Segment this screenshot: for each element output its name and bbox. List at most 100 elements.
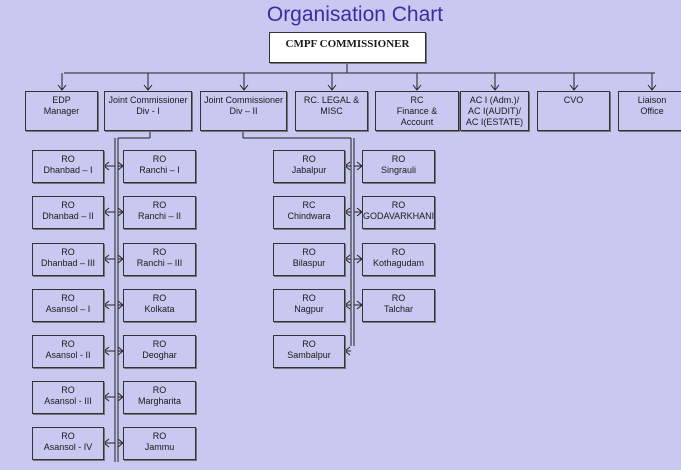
- dept-box-cvo: CVO: [537, 91, 610, 131]
- node-label-line: RO: [152, 247, 167, 257]
- node-label-line: Ranchi – I: [139, 165, 180, 175]
- arrow-head: [327, 84, 337, 91]
- node-label-line: Kothagudam: [372, 258, 425, 268]
- arrow-head: [412, 84, 422, 91]
- node-label-line: AC I (Adm.)/: [469, 95, 520, 105]
- node-label-line: RO: [302, 247, 316, 257]
- node-label-line: Asansol - III: [44, 396, 92, 406]
- node-label-line: RC: [410, 95, 424, 105]
- arrow-head: [103, 207, 110, 217]
- node-label-line: RO: [61, 431, 75, 441]
- arrow-head: [490, 84, 500, 91]
- arrow-head: [103, 254, 110, 264]
- chart-title: Organisation Chart: [266, 3, 444, 26]
- node-label-line: RO: [61, 154, 75, 164]
- node-label-line: Ranchi – III: [136, 258, 183, 268]
- node-label-line: Div - I: [136, 106, 160, 116]
- node-label-line: Deoghar: [142, 350, 177, 360]
- arrow-head: [569, 84, 579, 91]
- node-label-line: RO: [61, 293, 75, 303]
- node-label-line: Bilaspur: [292, 258, 326, 268]
- node-label-line: Joint Commissioner: [203, 95, 284, 105]
- node-label-line: RO: [152, 293, 167, 303]
- node-label-line: RO: [152, 339, 167, 349]
- node-label-line: CVO: [563, 95, 584, 105]
- arrow-head: [344, 346, 351, 356]
- node-label-line: Asansol – I: [45, 304, 91, 314]
- arrow-head: [647, 84, 657, 91]
- node-label-line: Nagpur: [294, 304, 324, 314]
- node-label-line: Liaison: [637, 95, 667, 105]
- node-label-line: Chindwara: [287, 211, 331, 221]
- node-label-line: RO: [152, 154, 167, 164]
- node-label-line: Finance &: [396, 106, 438, 116]
- arrow-head: [103, 161, 110, 171]
- node-label-line: RO: [61, 200, 75, 210]
- node-label-line: AC I(AUDIT)/: [468, 106, 521, 116]
- node-label-line: MISC: [320, 106, 343, 116]
- dept-box-legal: RC. LEGAL &MISC: [295, 91, 368, 131]
- arrow-head: [57, 84, 67, 91]
- arrow-head: [103, 300, 110, 310]
- arrow-head: [239, 84, 249, 91]
- node-label-line: Margharita: [137, 396, 182, 406]
- node-label-line: RO: [61, 339, 75, 349]
- node-label-line: RO: [302, 339, 316, 349]
- cmpf-commissioner-box: CMPF COMMISSIONER: [269, 32, 426, 63]
- node-label-line: Asansol - II: [45, 350, 91, 360]
- node-label-line: Manager: [43, 106, 80, 116]
- dept-box-ac: AC I (Adm.)/AC I(AUDIT)/AC I(ESTATE): [460, 91, 529, 131]
- node-label-line: RO: [302, 293, 316, 303]
- node-label-line: Dhanbad – III: [40, 258, 96, 268]
- node-label-line: RC: [302, 200, 316, 210]
- arrow-head: [103, 392, 110, 402]
- node-label-line: Office: [640, 106, 664, 116]
- node-label-line: EDP: [52, 95, 71, 105]
- arrow-head: [143, 84, 153, 91]
- node-label-line: RO: [302, 154, 316, 164]
- arrow-head: [344, 207, 351, 217]
- node-label-line: Div – II: [229, 106, 258, 116]
- node-label-line: AC I(ESTATE): [465, 117, 524, 127]
- node-label-line: Sambalpur: [287, 350, 331, 360]
- node-label-line: RO: [391, 200, 406, 210]
- node-label-line: Dhanbad – I: [43, 165, 93, 175]
- node-label-line: Ranchi – II: [137, 211, 182, 221]
- node-label-line: RC. LEGAL &: [303, 95, 360, 105]
- node-label-line: RO: [152, 385, 167, 395]
- arrow-head: [103, 438, 110, 448]
- arrow-head: [344, 254, 351, 264]
- node-label-line: Jabalpur: [291, 165, 327, 175]
- node-label-line: Joint Commissioner: [108, 95, 188, 105]
- node-label-line: RO: [152, 200, 167, 210]
- node-label-line: RO: [391, 154, 406, 164]
- node-label-line: Singrauli: [380, 165, 417, 175]
- arrow-head: [103, 346, 110, 356]
- node-label-line: RO: [391, 247, 406, 257]
